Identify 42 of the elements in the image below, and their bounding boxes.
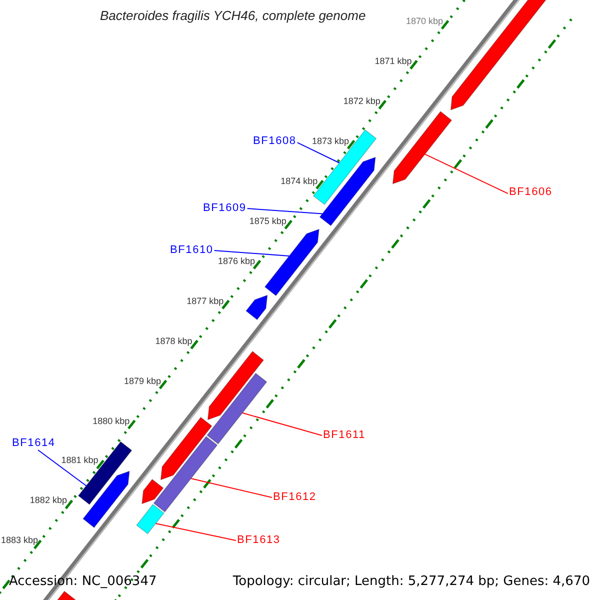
scale-label: 1873 kbp — [312, 136, 350, 146]
gene-segment — [82, 470, 130, 528]
title: Bacteroides fragilis YCH46, complete genome — [100, 9, 366, 22]
scale-label: 1877 kbp — [186, 296, 224, 306]
gene-segment — [206, 372, 268, 444]
scale-label: 1874 kbp — [280, 176, 318, 186]
scale-label: 1880 kbp — [92, 416, 130, 426]
gene-segment — [207, 350, 264, 420]
gene-segment — [136, 504, 164, 534]
scale-label: 1882 kbp — [30, 496, 67, 506]
scale-label: 1875 kbp — [249, 216, 286, 226]
leader-line — [296, 142, 340, 164]
gene-segment — [142, 478, 164, 504]
gene-label: BF1611 — [323, 430, 366, 441]
scale-label: 1876 kbp — [218, 256, 256, 266]
leader-line — [190, 478, 272, 498]
gene-segment — [264, 228, 320, 296]
leader-line — [242, 412, 322, 436]
scale-label: 1879 kbp — [124, 376, 161, 386]
scale-label: 1883 kbp — [1, 536, 38, 546]
scale-label: 1878 kbp — [155, 336, 192, 346]
leader-line — [38, 450, 87, 486]
leader-line — [424, 154, 508, 194]
gene-label: BF1612 — [273, 492, 316, 503]
gene-label: BF1609 — [203, 203, 246, 214]
gene-segment — [246, 294, 268, 320]
leader-line — [155, 522, 236, 541]
gene-label: BF1606 — [509, 187, 552, 198]
gene-label: BF1610 — [170, 245, 214, 256]
gene-label: BF1614 — [12, 438, 56, 449]
gene-label: BF1608 — [253, 136, 296, 147]
genome-info-text: Topology: circular; Length: 5,277,274 bp; Genes: 4,670 — [232, 575, 590, 588]
scale-label: 1881 kbp — [61, 456, 98, 466]
scale-label: 1871 kbp — [374, 56, 412, 66]
leader-line — [246, 208, 323, 214]
gene-segment — [160, 416, 212, 480]
gene-segment — [392, 110, 452, 184]
gene-segment — [319, 156, 376, 226]
leader-line — [214, 250, 290, 256]
gene-label: BF1613 — [237, 535, 280, 546]
gene-segment — [153, 436, 218, 512]
scale-label: 1872 kbp — [343, 96, 380, 106]
